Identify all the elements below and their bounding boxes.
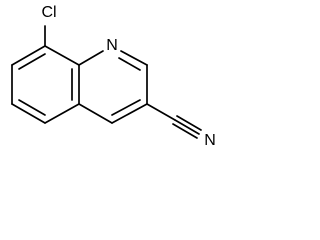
chemical-structure-diagram: Cl N N: [0, 0, 220, 158]
nitrile-nitrogen-atom-label: N: [204, 132, 216, 149]
bond-c8a-n1: [78, 50, 104, 66]
bond-lines: [11, 25, 202, 139]
ring-nitrogen-atom-label: N: [106, 37, 118, 54]
bond-c6-c5: [11, 103, 46, 124]
chlorine-atom-label: Cl: [41, 4, 56, 21]
bond-c6-c5-double: [18, 99, 46, 116]
bond-n1-c2: [120, 50, 148, 66]
bond-n1-c2-double: [118, 57, 141, 71]
bond-cn-triple-2: [176, 115, 202, 131]
bond-cn-triple-1: [174, 119, 200, 135]
bond-c4-c4a: [78, 103, 113, 124]
bond-c3-cn: [146, 103, 176, 121]
bond-c3-c4: [111, 103, 148, 124]
bond-c3-c4-double: [111, 99, 141, 116]
quinoline-structure-svg: Cl N N: [11, 4, 216, 149]
bond-cn-triple-3: [172, 123, 198, 139]
bond-c8a-c8: [44, 45, 80, 66]
bond-c8-c7: [11, 45, 46, 66]
bond-c8-c7-double: [18, 53, 46, 70]
bond-c5-c4a: [44, 103, 80, 124]
